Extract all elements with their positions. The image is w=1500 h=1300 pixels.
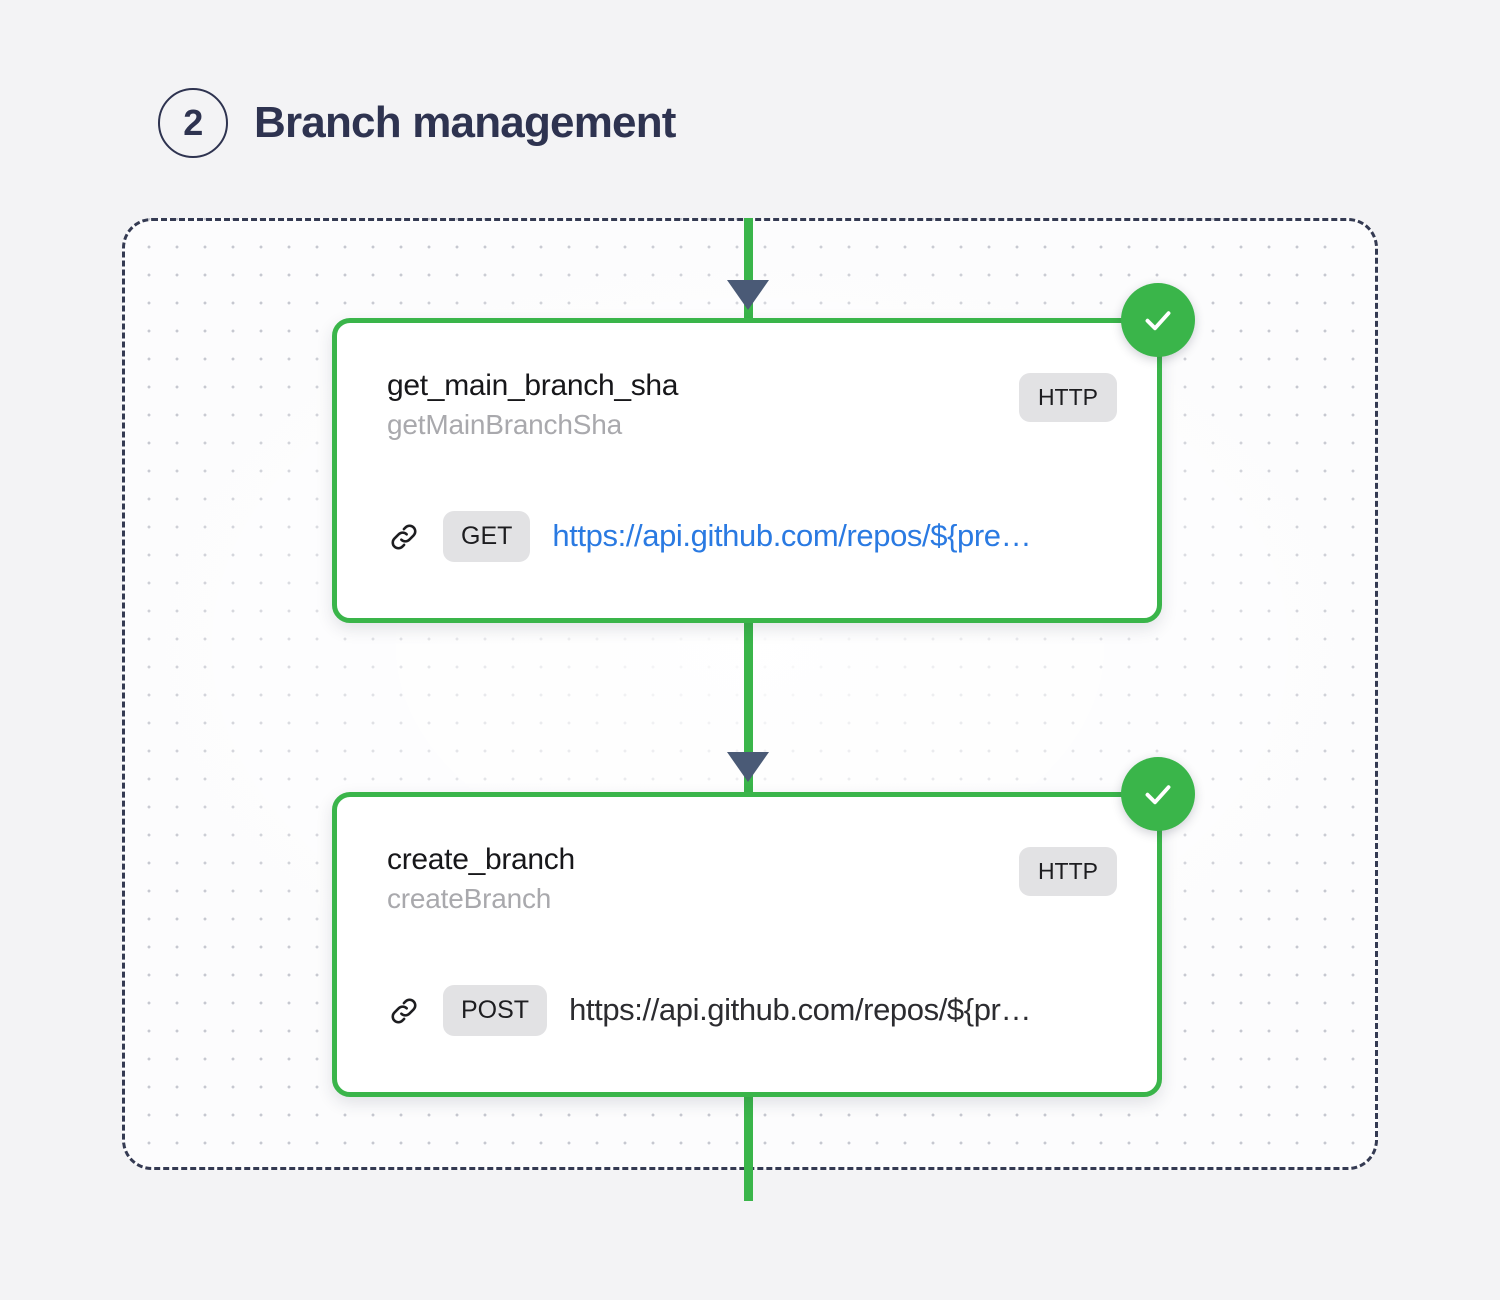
step-number-badge: 2 — [158, 88, 228, 158]
node-type-badge: HTTP — [1018, 847, 1117, 896]
connector-line-exit — [744, 1086, 753, 1201]
status-badge-success — [1121, 757, 1195, 831]
link-icon — [391, 524, 417, 549]
status-badge-success — [1121, 283, 1195, 357]
link-icon — [391, 998, 417, 1023]
node-title-group: create_branch createBranch — [387, 845, 575, 913]
node-subtitle: createBranch — [387, 883, 552, 914]
node-url[interactable]: https://api.github.com/repos/${pr… — [569, 993, 1032, 1028]
workflow-node-get-main-branch-sha[interactable]: get_main_branch_sha getMainBranchSha HTT… — [332, 283, 1195, 623]
node-header: get_main_branch_sha getMainBranchSha HTT… — [387, 371, 1117, 439]
page-title: Branch management — [254, 98, 676, 147]
node-subtitle: getMainBranchSha — [387, 409, 622, 440]
node-title: create_branch — [387, 843, 575, 876]
node-type-badge: HTTP — [1018, 373, 1117, 422]
check-icon — [1145, 311, 1171, 331]
page-header: 2 Branch management — [158, 88, 676, 158]
http-method-badge: POST — [443, 985, 548, 1036]
node-header: create_branch createBranch HTTP — [387, 845, 1117, 913]
node-title-group: get_main_branch_sha getMainBranchSha — [387, 371, 678, 439]
http-method-badge: GET — [443, 511, 531, 562]
node-title: get_main_branch_sha — [387, 369, 679, 402]
step-number: 2 — [183, 102, 203, 143]
connector-arrow-into-node-1 — [727, 280, 769, 310]
connector-line-entry — [744, 218, 753, 330]
connector-arrow-into-node-2 — [727, 752, 769, 782]
node-footer: POST https://api.github.com/repos/${pr… — [387, 985, 1117, 1036]
node-url[interactable]: https://api.github.com/repos/${pre… — [552, 519, 1032, 554]
connector-line-between-nodes — [744, 612, 753, 812]
node-footer: GET https://api.github.com/repos/${pre… — [387, 511, 1117, 562]
workflow-node-create-branch[interactable]: create_branch createBranch HTTP POST htt… — [332, 757, 1195, 1097]
check-icon — [1145, 785, 1171, 805]
